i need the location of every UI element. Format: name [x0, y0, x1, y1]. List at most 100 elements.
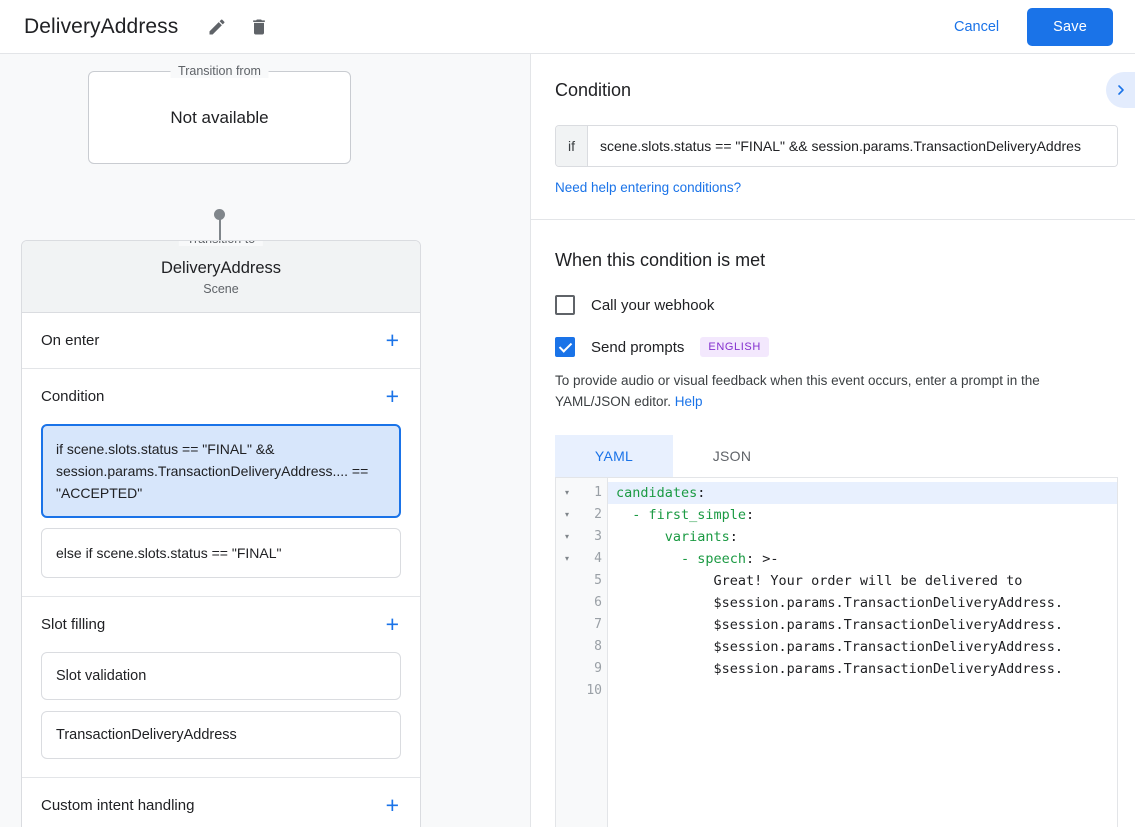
editor-code-line: [608, 680, 1117, 702]
yaml-text: $session.params.TransactionDeliveryAddre…: [616, 594, 1064, 611]
fold-spacer: [556, 680, 578, 702]
section-condition: Condition + if scene.slots.status == "FI…: [22, 369, 420, 598]
editor-line-number: 10: [586, 682, 602, 698]
when-condition-met-section: When this condition is met Call your web…: [531, 220, 1135, 827]
connector-dot: [214, 209, 225, 220]
call-webhook-row: Call your webhook: [555, 295, 1111, 315]
prompts-help-link[interactable]: Help: [674, 393, 703, 409]
save-button[interactable]: Save: [1027, 7, 1113, 46]
yaml-key: - speech: [616, 550, 747, 567]
editor-code-line: candidates:: [608, 481, 1117, 504]
yaml-text: $session.params.TransactionDeliveryAddre…: [616, 616, 1064, 633]
add-slot-filling-button[interactable]: +: [385, 611, 399, 638]
fold-toggle-icon[interactable]: ▾: [564, 532, 569, 542]
yaml-punct: :: [697, 484, 706, 501]
language-badge: ENGLISH: [700, 337, 769, 357]
cancel-button[interactable]: Cancel: [940, 10, 1013, 44]
transition-to-legend: Transition to: [178, 241, 264, 246]
condition-heading: Condition: [555, 80, 632, 100]
page-title: DeliveryAddress: [24, 14, 179, 38]
section-label-custom-intent-handling: Custom intent handling: [41, 797, 195, 815]
pencil-icon[interactable]: [202, 12, 232, 42]
editor-line-number: 8: [594, 638, 602, 654]
editor-code-line: $session.params.TransactionDeliveryAddre…: [608, 592, 1117, 614]
call-webhook-label: Call your webhook: [591, 296, 715, 314]
yaml-punct: :: [746, 506, 755, 523]
section-slot-filling: Slot filling + Slot validation Transacti…: [22, 597, 420, 779]
list-item[interactable]: if scene.slots.status == "FINAL" && sess…: [41, 424, 401, 519]
section-header-condition[interactable]: Condition +: [22, 369, 420, 424]
section-label-condition: Condition: [41, 388, 105, 405]
title-actions: [202, 12, 274, 42]
section-label-on-enter: On enter: [41, 332, 100, 349]
scene-card: Transition to DeliveryAddress Scene On e…: [21, 240, 421, 827]
add-condition-button[interactable]: +: [385, 383, 399, 409]
send-prompts-label: Send prompts: [591, 338, 685, 356]
slot-filling-list: Slot validation TransactionDeliveryAddre…: [22, 652, 420, 777]
list-item[interactable]: TransactionDeliveryAddress: [41, 711, 401, 760]
transition-to-box[interactable]: Transition to DeliveryAddress Scene: [22, 241, 420, 313]
if-prefix-label: if: [556, 126, 588, 166]
condition-help-link[interactable]: Need help entering conditions?: [555, 180, 742, 195]
editor-line-number: 4: [594, 550, 602, 566]
section-on-enter: On enter +: [22, 313, 420, 369]
send-prompts-row: Send prompts ENGLISH: [555, 337, 1111, 357]
editor-code-line: $session.params.TransactionDeliveryAddre…: [608, 658, 1117, 680]
transition-from-box[interactable]: Transition from Not available: [88, 64, 351, 164]
yaml-text: $session.params.TransactionDeliveryAddre…: [616, 638, 1064, 655]
list-item[interactable]: Slot validation: [41, 652, 401, 701]
fold-spacer: [556, 658, 578, 680]
editor-line-number: 6: [594, 594, 602, 610]
editor-code-line: $session.params.TransactionDeliveryAddre…: [608, 614, 1117, 636]
call-webhook-checkbox[interactable]: [555, 295, 575, 315]
transition-from-value: Not available: [170, 107, 269, 127]
editor-line-number: 2: [594, 506, 602, 522]
editor-code-line: - first_simple:: [608, 504, 1117, 526]
top-app-bar: DeliveryAddress Cancel Save: [0, 0, 1135, 54]
section-header-slot-filling[interactable]: Slot filling +: [22, 597, 420, 652]
section-header-custom-intent-handling[interactable]: Custom intent handling +: [22, 778, 420, 827]
trash-icon[interactable]: [244, 12, 274, 42]
fold-spacer: [556, 592, 578, 614]
scene-subtitle: Scene: [203, 282, 239, 296]
prompts-helper-copy: To provide audio or visual feedback when…: [555, 373, 1040, 409]
tab-yaml[interactable]: YAML: [555, 434, 673, 477]
chevron-right-icon[interactable]: [1106, 72, 1135, 108]
condition-input[interactable]: [588, 126, 1117, 166]
yaml-punct: : >-: [746, 550, 779, 567]
editor-line-number: 3: [594, 528, 602, 544]
topbar-actions: Cancel Save: [940, 7, 1113, 46]
condition-field: if: [555, 125, 1118, 167]
condition-section: Condition if Need help entering conditio…: [531, 54, 1135, 220]
editor-code-line: variants:: [608, 526, 1117, 548]
scene-graph-pane: Transition from Not available Transition…: [0, 54, 531, 827]
yaml-text: Great! Your order will be delivered to: [616, 572, 1023, 589]
fold-toggle-icon[interactable]: ▾: [564, 488, 569, 498]
transition-from-legend: Transition from: [170, 64, 269, 78]
yaml-punct: :: [729, 528, 738, 545]
section-custom-intent-handling: Custom intent handling +: [22, 778, 420, 827]
editor-code-area[interactable]: candidates: - first_simple: variants: - …: [608, 478, 1117, 827]
yaml-key: candidates: [616, 484, 698, 501]
fold-toggle-icon[interactable]: ▾: [564, 510, 569, 520]
editor-fold-gutter: ▾ ▾ ▾ ▾: [556, 477, 578, 827]
section-header-on-enter[interactable]: On enter +: [22, 313, 420, 368]
yaml-key: - first_simple: [616, 506, 747, 523]
add-custom-intent-button[interactable]: +: [385, 792, 399, 819]
editor-code-line: - speech: >-: [608, 548, 1117, 570]
fold-spacer: [556, 636, 578, 658]
when-condition-met-heading: When this condition is met: [555, 250, 766, 270]
editor-line-number: 1: [594, 484, 602, 500]
tab-json[interactable]: JSON: [712, 447, 752, 464]
editor-format-tabs: YAML JSON: [555, 434, 1111, 477]
fold-spacer: [556, 570, 578, 592]
fold-spacer: [556, 614, 578, 636]
editor-code-line: Great! Your order will be delivered to: [608, 570, 1117, 592]
send-prompts-checkbox[interactable]: [555, 337, 575, 357]
fold-toggle-icon[interactable]: ▾: [564, 554, 569, 564]
list-item[interactable]: else if scene.slots.status == "FINAL": [41, 528, 401, 579]
yaml-text: $session.params.TransactionDeliveryAddre…: [616, 660, 1064, 677]
add-on-enter-button[interactable]: +: [385, 327, 399, 353]
